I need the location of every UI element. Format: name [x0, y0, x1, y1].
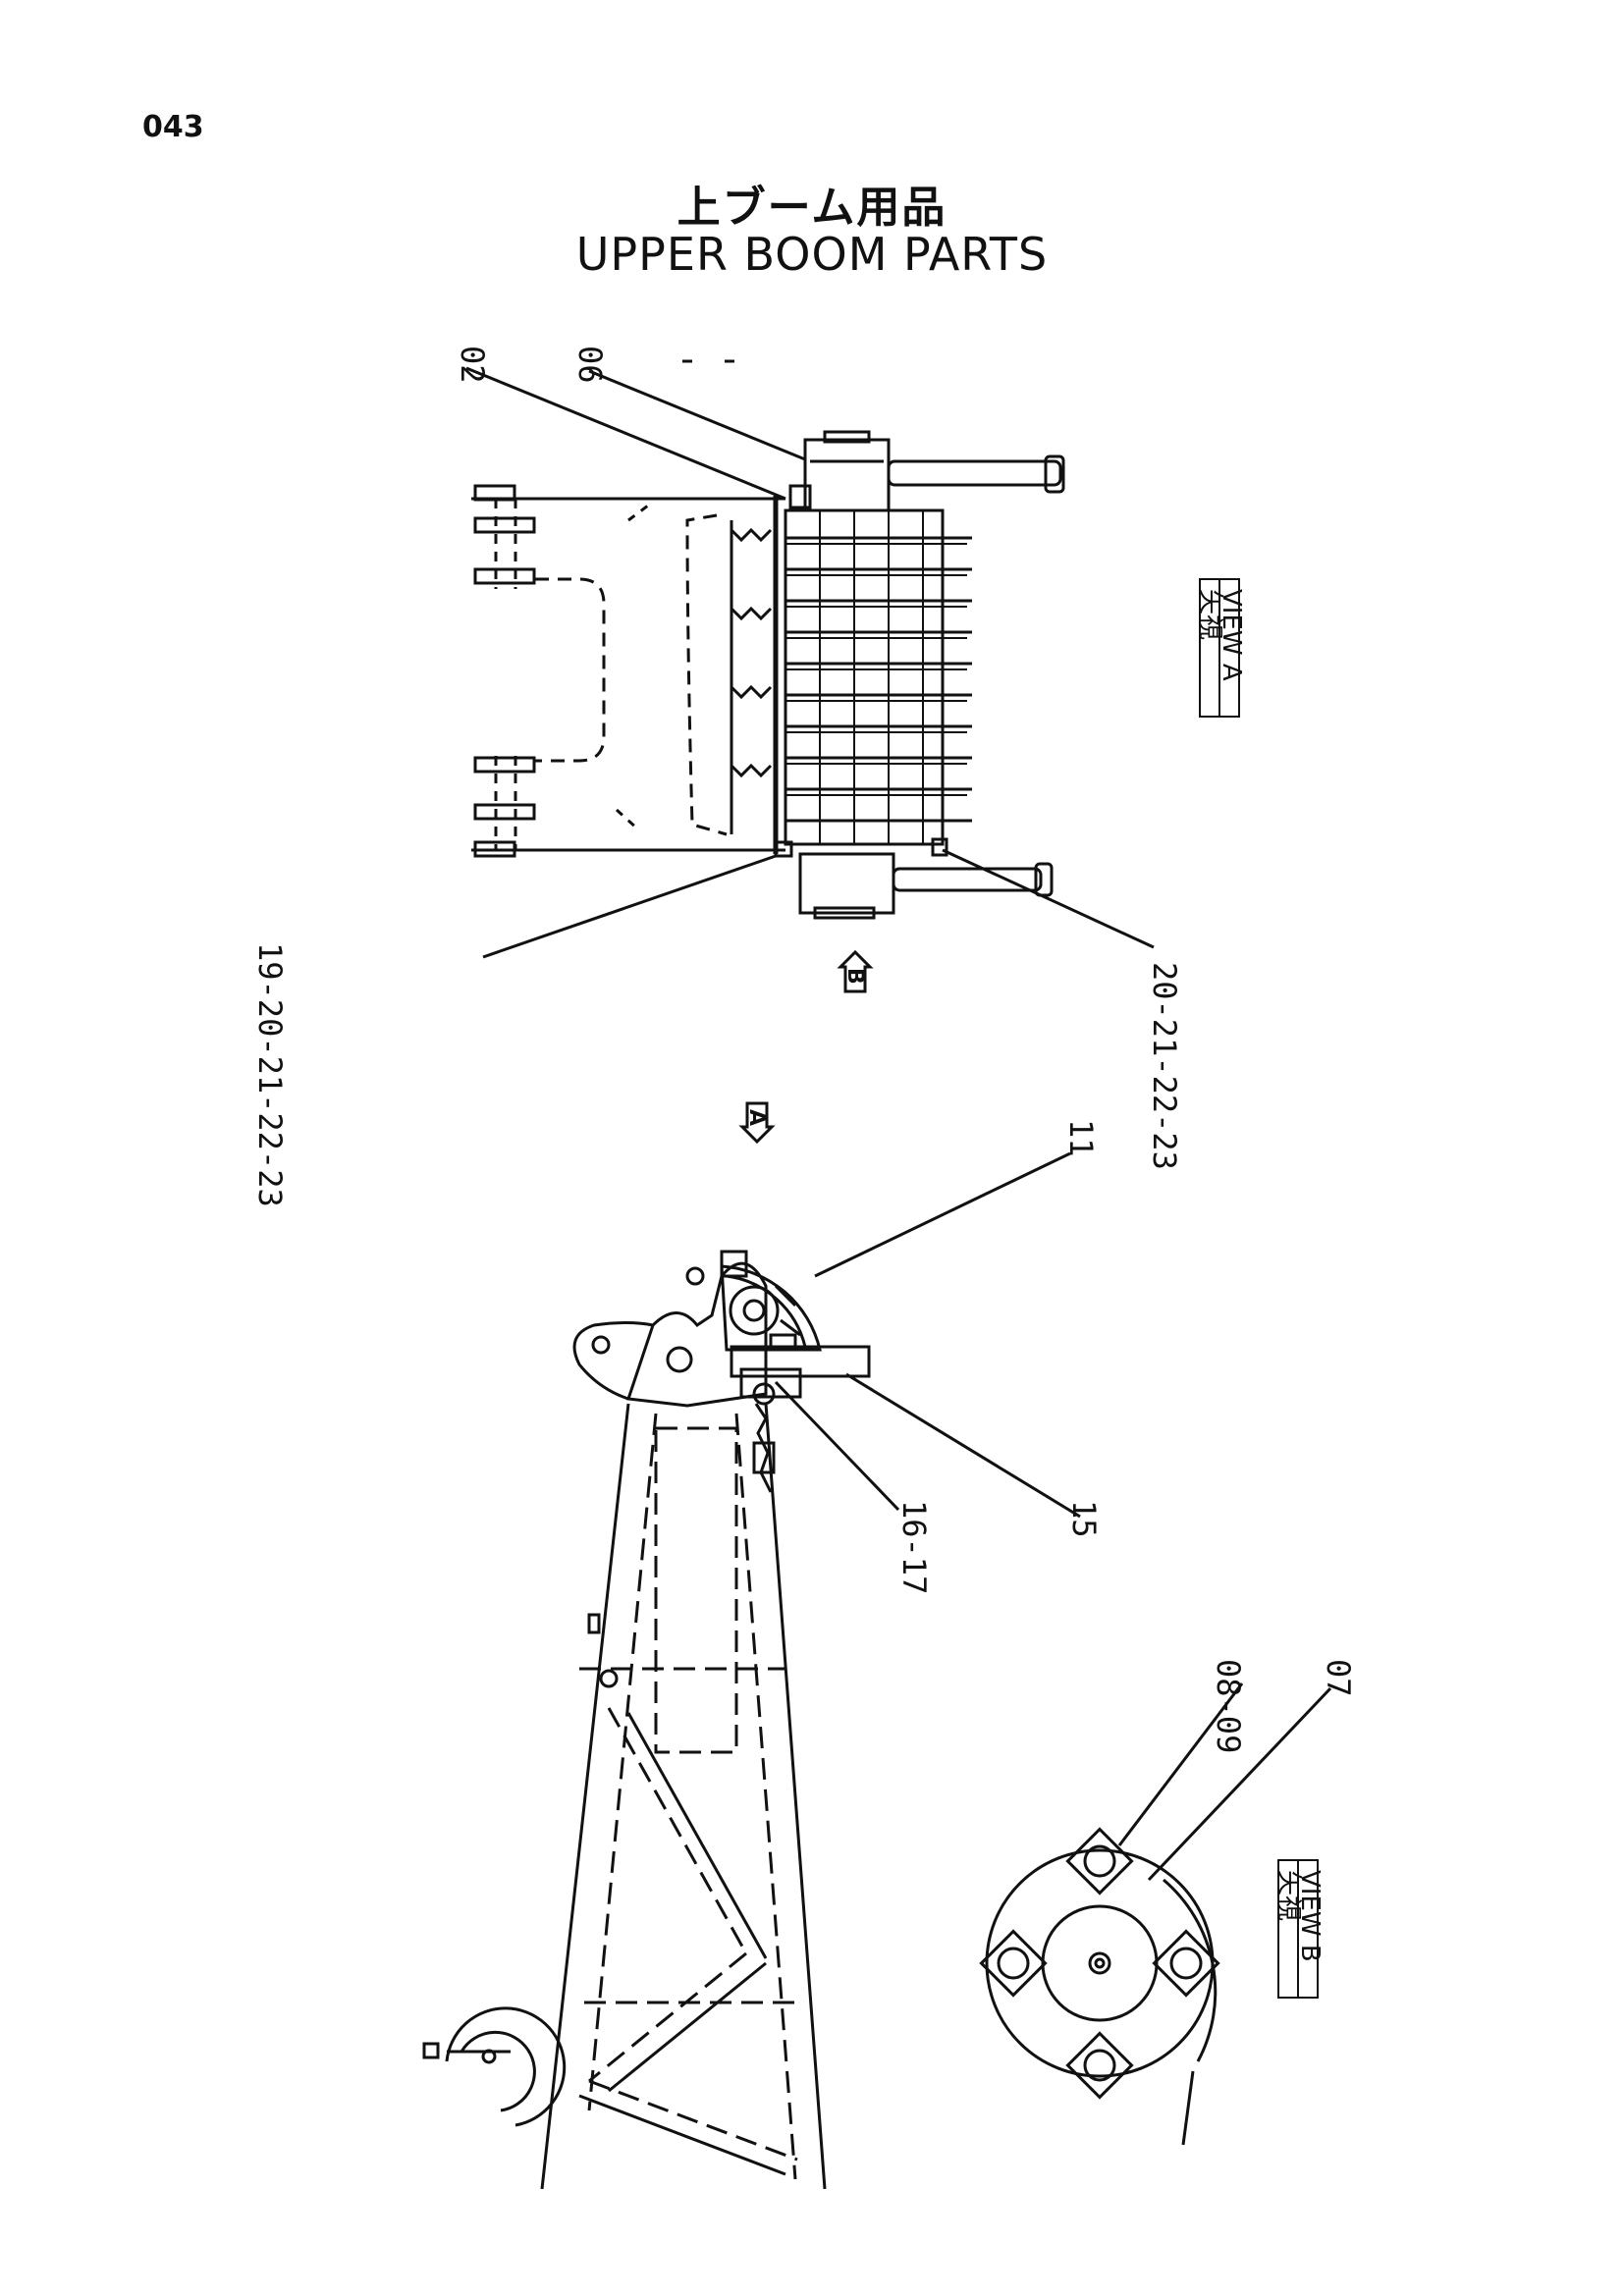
page-title-japanese: 上ブーム用品 [677, 183, 947, 233]
roller-bank [784, 508, 972, 846]
callout-20-23: 20-21-22-23 [1146, 962, 1183, 1170]
callout-19-23: 19-20-21-22-23 [251, 942, 289, 1207]
callout-07: 07 [1320, 1659, 1357, 1697]
sheave [720, 1250, 822, 1352]
page-title: UPPER BOOM PARTS [575, 228, 1049, 281]
callout-16-17: 16-17 [895, 1500, 933, 1594]
view-a-assembly [471, 430, 1065, 920]
callout-02: 02 [454, 346, 491, 384]
page-number: 043 [142, 110, 204, 144]
view-b-label: VIEW B [1295, 1870, 1325, 1962]
arrow-b-label: B [842, 968, 867, 985]
callout-15: 15 [1065, 1500, 1103, 1538]
view-a-label: VIEW A [1217, 589, 1246, 681]
callout-08-09: 08-09 [1210, 1659, 1247, 1753]
callout-06: 06 [571, 346, 609, 384]
view-a-label-japanese: 矢視 [1195, 589, 1224, 640]
callout-11: 11 [1062, 1119, 1100, 1157]
boom-tip-side-view [422, 1250, 871, 2190]
view-b-label-japanese: 矢視 [1273, 1870, 1303, 1921]
arrow-a-label: A [744, 1109, 769, 1126]
view-b-assembly [979, 1827, 1220, 2146]
